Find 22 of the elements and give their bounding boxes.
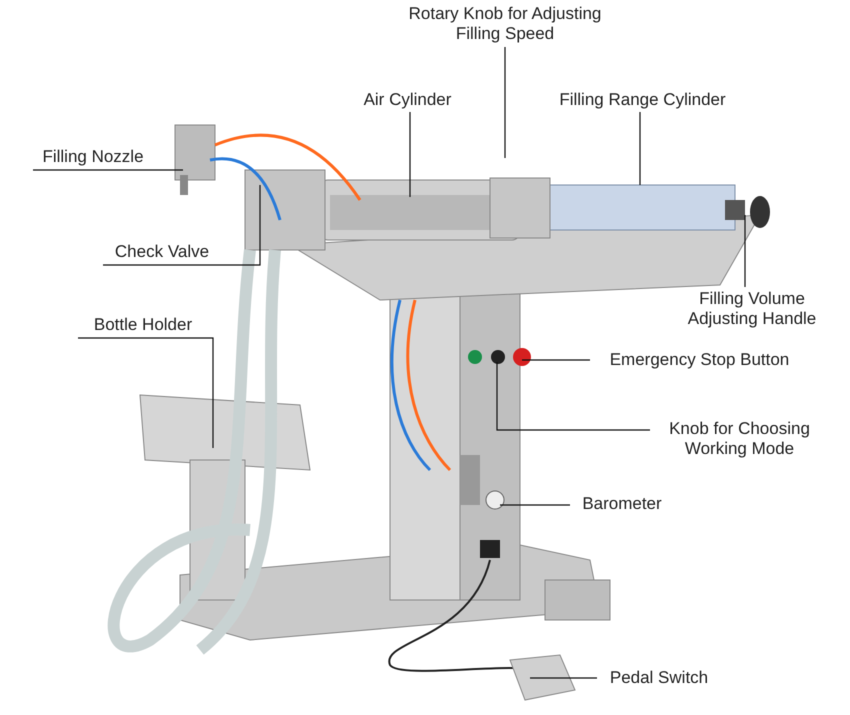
leader-line bbox=[504, 47, 506, 158]
part-label: Bottle Holder bbox=[78, 315, 208, 335]
part-label: Pedal Switch bbox=[598, 668, 720, 688]
leader-line bbox=[496, 362, 650, 431]
leader-line bbox=[500, 504, 570, 506]
leader-line bbox=[744, 215, 746, 287]
part-label: Knob for Choosing Working Mode bbox=[652, 419, 827, 459]
part-label: Rotary Knob for Adjusting Filling Speed bbox=[400, 4, 610, 44]
part-label: Filling Volume Adjusting Handle bbox=[672, 289, 832, 329]
part-label: Emergency Stop Button bbox=[592, 350, 807, 370]
leader-line bbox=[522, 359, 590, 361]
leader-line bbox=[33, 169, 183, 171]
leader-line bbox=[530, 677, 597, 679]
part-label: Filling Range Cylinder bbox=[540, 90, 745, 110]
leader-line bbox=[639, 112, 641, 185]
part-label: Check Valve bbox=[102, 242, 222, 262]
leader-line bbox=[103, 185, 261, 266]
part-label: Filling Nozzle bbox=[28, 147, 158, 167]
part-label: Barometer bbox=[572, 494, 672, 514]
leader-line bbox=[409, 112, 411, 197]
part-label: Air Cylinder bbox=[350, 90, 465, 110]
leader-line bbox=[78, 337, 214, 448]
